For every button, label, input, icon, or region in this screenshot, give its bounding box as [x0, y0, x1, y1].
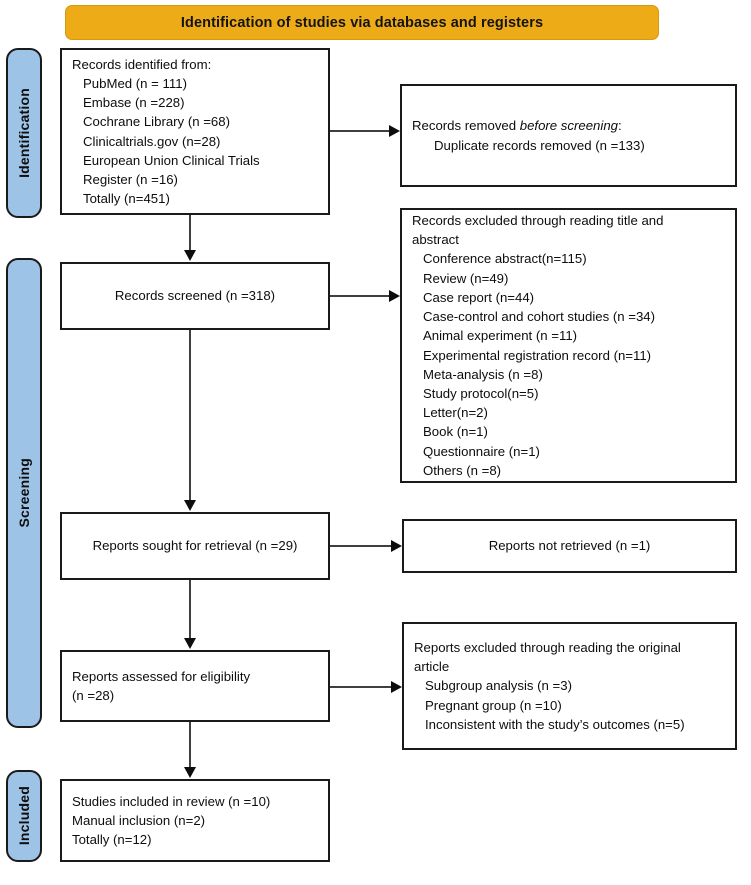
records-excluded-box: Records excluded through reading title a… [400, 208, 737, 483]
studies-included-box: Studies included in review (n =10) Manua… [60, 779, 330, 862]
connector-assessed-to-excluded [330, 686, 392, 688]
connector-screened-to-excluded [330, 295, 390, 297]
reports-excluded-line: Reports excluded through reading the ori… [414, 639, 681, 655]
connector-screened-to-sought [189, 330, 191, 501]
arrowhead-screened-to-sought [184, 500, 196, 511]
stage-label-identification-text: Identification [16, 88, 32, 178]
arrowhead-screened-to-excluded [389, 290, 400, 302]
reports-excluded-line: article [414, 659, 450, 675]
connector-sought-to-assessed [189, 580, 191, 639]
connector-sought-to-not-retrieved [330, 545, 392, 547]
records-excluded-line: Animal experiment (n =11) [423, 328, 578, 344]
studies-included-line: Studies included in review (n =10) [72, 793, 271, 809]
records-excluded-line: Case-control and cohort studies (n =34) [423, 309, 656, 325]
records-excluded-line: Records excluded through reading title a… [412, 213, 664, 229]
diagram-header-title: Identification of studies via databases … [180, 14, 544, 31]
arrowhead-identified-to-screened [184, 250, 196, 261]
reports-excluded-line: Subgroup analysis (n =3) [425, 678, 572, 694]
records-identified-line: Register (n =16) [83, 171, 178, 187]
connector-identified-to-screened [189, 215, 191, 251]
arrowhead-sought-to-assessed [184, 638, 196, 649]
connector-identified-to-removed [330, 130, 390, 132]
records-identified-line: Clinicaltrials.gov (n=28) [83, 133, 221, 149]
arrowhead-identified-to-removed [389, 125, 400, 137]
records-excluded-line: Case report (n=44) [423, 289, 535, 305]
records-screened-box: Records screened (n =318) [60, 262, 330, 330]
stage-label-screening-text: Screening [16, 458, 32, 528]
reports-excluded-line: Pregnant group (n =10) [425, 697, 562, 713]
records-identified-line: Cochrane Library (n =68) [83, 114, 230, 130]
records-removed-prefix: Records removed [412, 118, 520, 134]
arrowhead-assessed-to-excluded [391, 681, 402, 693]
stage-label-screening: Screening [6, 258, 42, 728]
reports-assessed-line: (n =28) [72, 688, 115, 703]
records-identified-box: Records identified from: PubMed (n = 111… [60, 48, 330, 215]
reports-assessed-box: Reports assessed for eligibility (n =28) [60, 650, 330, 722]
records-excluded-line: Review (n=49) [423, 270, 509, 286]
reports-not-retrieved-box: Reports not retrieved (n =1) [402, 519, 737, 573]
records-excluded-line: Letter(n=2) [423, 405, 488, 421]
arrowhead-sought-to-not-retrieved [391, 540, 402, 552]
stage-label-included: Included [6, 770, 42, 862]
arrowhead-assessed-to-included [184, 767, 196, 778]
records-identified-line: Records identified from: [72, 56, 212, 72]
stage-label-identification: Identification [6, 48, 42, 218]
records-excluded-line: Book (n=1) [423, 424, 488, 440]
records-excluded-line: Experimental registration record (n=11) [423, 347, 652, 363]
records-screened-line: Records screened (n =318) [114, 288, 276, 304]
records-excluded-line: Others (n =8) [423, 462, 502, 478]
reports-not-retrieved-line: Reports not retrieved (n =1) [488, 538, 651, 554]
studies-included-line: Manual inclusion (n=2) [72, 812, 206, 828]
stage-label-included-text: Included [16, 786, 32, 846]
reports-assessed-line: Reports assessed for eligibility [72, 668, 251, 684]
records-identified-line: Embase (n =228) [83, 95, 185, 111]
reports-excluded-box: Reports excluded through reading the ori… [402, 622, 737, 750]
reports-sought-box: Reports sought for retrieval (n =29) [60, 512, 330, 580]
records-excluded-line: Study protocol(n=5) [423, 385, 539, 401]
reports-sought-line: Reports sought for retrieval (n =29) [92, 538, 298, 554]
records-identified-line: PubMed (n = 111) [83, 75, 187, 91]
studies-included-line: Totally (n=12) [72, 832, 152, 848]
records-excluded-line: abstract [412, 232, 459, 248]
records-identified-line: Totally (n=451) [83, 191, 170, 207]
records-removed-italic: before screening [519, 118, 618, 134]
records-removed-suffix: : [618, 118, 622, 134]
records-identified-line: European Union Clinical Trials [83, 152, 260, 168]
records-removed-box: Records removed before screening: Duplic… [400, 84, 737, 187]
reports-excluded-line: Inconsistent with the study’s outcomes (… [425, 716, 685, 732]
records-excluded-line: Meta-analysis (n =8) [423, 366, 543, 382]
records-excluded-line: Questionnaire (n=1) [423, 443, 540, 459]
records-removed-line: Duplicate records removed (n =133) [434, 137, 645, 153]
diagram-header-banner: Identification of studies via databases … [65, 5, 659, 40]
connector-assessed-to-included [189, 722, 191, 768]
records-excluded-line: Conference abstract(n=115) [423, 251, 587, 267]
records-removed-line: Records removed before screening: [412, 116, 725, 135]
